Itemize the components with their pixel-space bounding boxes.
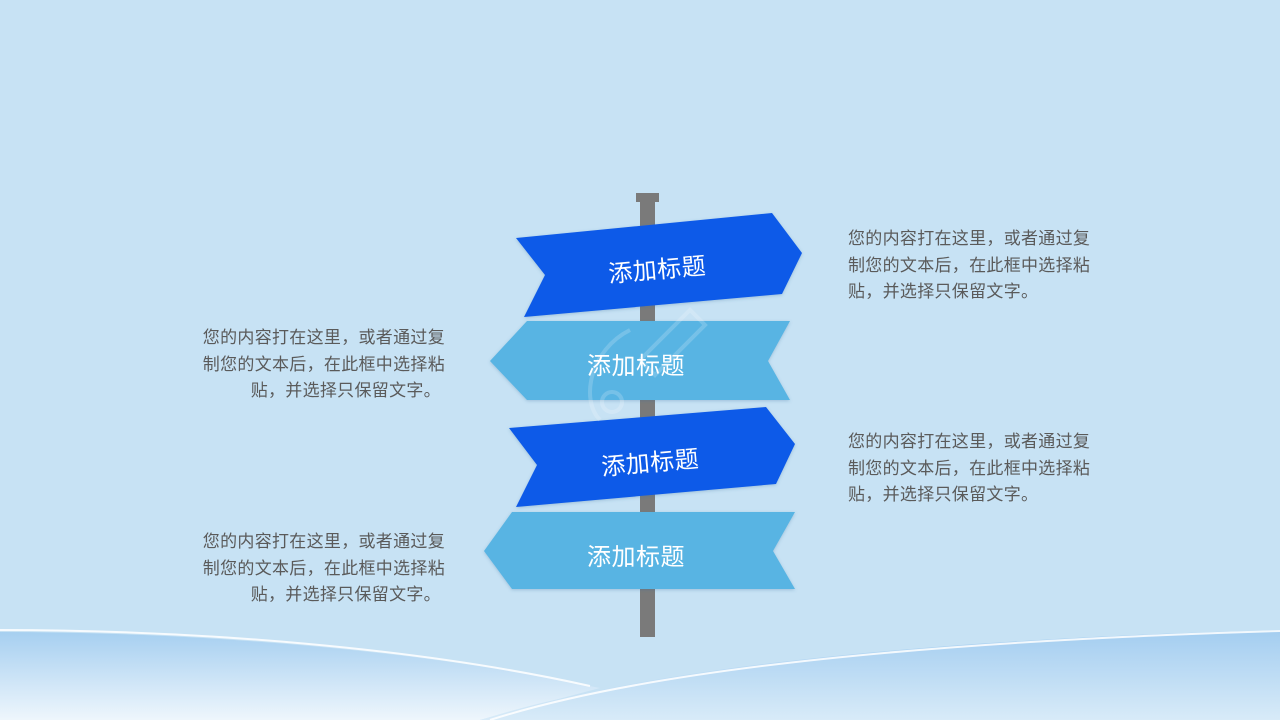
description-1: 您的内容打在这里，或者通过复 制您的文本后，在此框中选择粘 贴，并选择只保留文字… (848, 226, 1113, 306)
description-3-line-1: 您的内容打在这里，或者通过复 (848, 432, 1091, 452)
sign-2-board[interactable] (490, 321, 790, 400)
sign-4-label: 添加标题 (587, 543, 685, 571)
sign-1-board[interactable] (516, 213, 802, 317)
description-3: 您的内容打在这里，或者通过复 制您的文本后，在此框中选择粘 贴，并选择只保留文字… (848, 429, 1113, 509)
description-2: 您的内容打在这里，或者通过复 制您的文本后，在此框中选择粘 贴，并选择只保留文字… (180, 325, 445, 405)
description-1-line-2: 制您的文本后，在此框中选择粘 (848, 255, 1091, 276)
pole-cap (636, 193, 659, 202)
description-3-line-3: 贴，并选择只保留文字。 (848, 485, 1039, 505)
description-4-line-2: 制您的文本后，在此框中选择粘 (202, 558, 445, 579)
sign-3-board[interactable] (509, 407, 795, 507)
sign-2-label: 添加标题 (587, 352, 685, 380)
description-2-line-1: 您的内容打在这里，或者通过复 (202, 328, 445, 348)
description-1-line-3: 贴，并选择只保留文字。 (848, 282, 1039, 302)
sign-4-board[interactable] (484, 512, 795, 589)
description-3-line-2: 制您的文本后，在此框中选择粘 (848, 458, 1091, 479)
description-4-line-3: 贴，并选择只保留文字。 (250, 585, 441, 605)
description-4-line-1: 您的内容打在这里，或者通过复 (202, 532, 445, 552)
watermark-icon (588, 307, 708, 422)
description-2-line-2: 制您的文本后，在此框中选择粘 (202, 354, 445, 375)
description-4: 您的内容打在这里，或者通过复 制您的文本后，在此框中选择粘 贴，并选择只保留文字… (180, 529, 445, 609)
description-1-line-1: 您的内容打在这里，或者通过复 (848, 229, 1091, 249)
description-2-line-3: 贴，并选择只保留文字。 (250, 381, 441, 401)
